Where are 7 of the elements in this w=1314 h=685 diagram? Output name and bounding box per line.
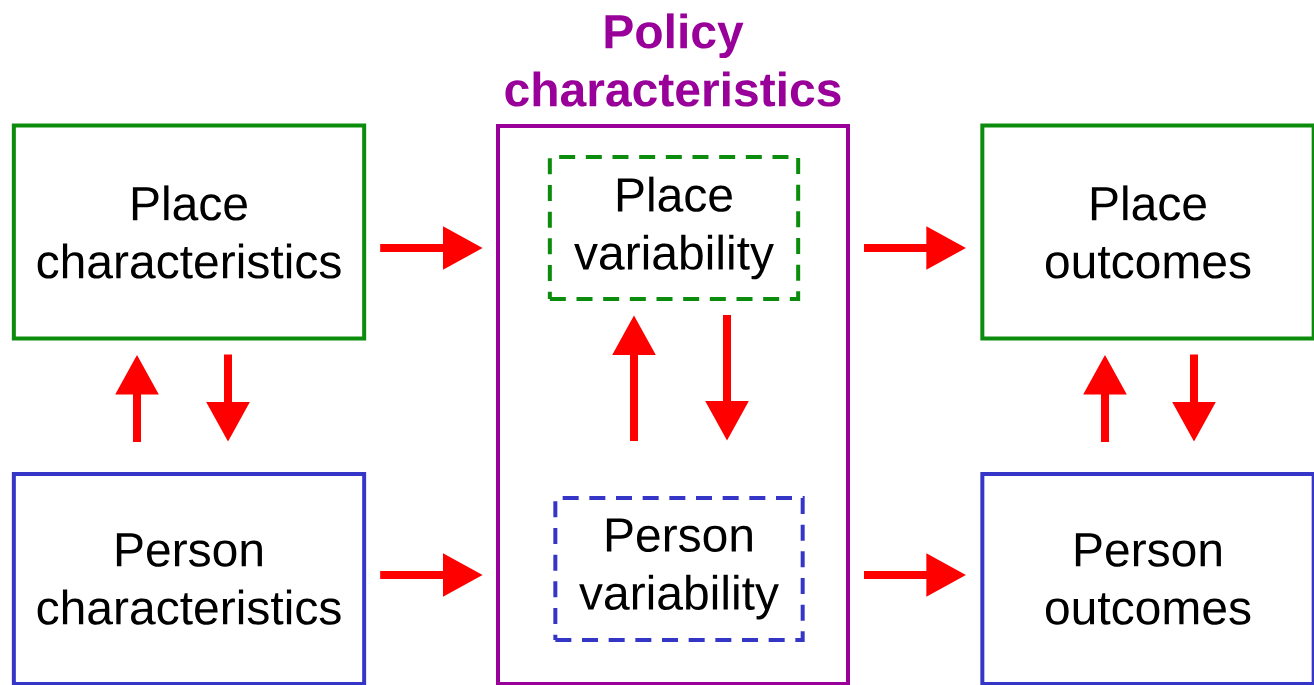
process-box: Place outcomes — [980, 123, 1314, 341]
process-box: Place characteristics — [11, 123, 367, 341]
dashed-box: Place variability — [547, 155, 801, 301]
box-heading: Policy characteristics — [505, 13, 841, 107]
process-box: Person characteristics — [11, 472, 367, 685]
process-box: Person outcomes — [980, 472, 1314, 685]
dashed-box: Person variability — [553, 496, 805, 642]
